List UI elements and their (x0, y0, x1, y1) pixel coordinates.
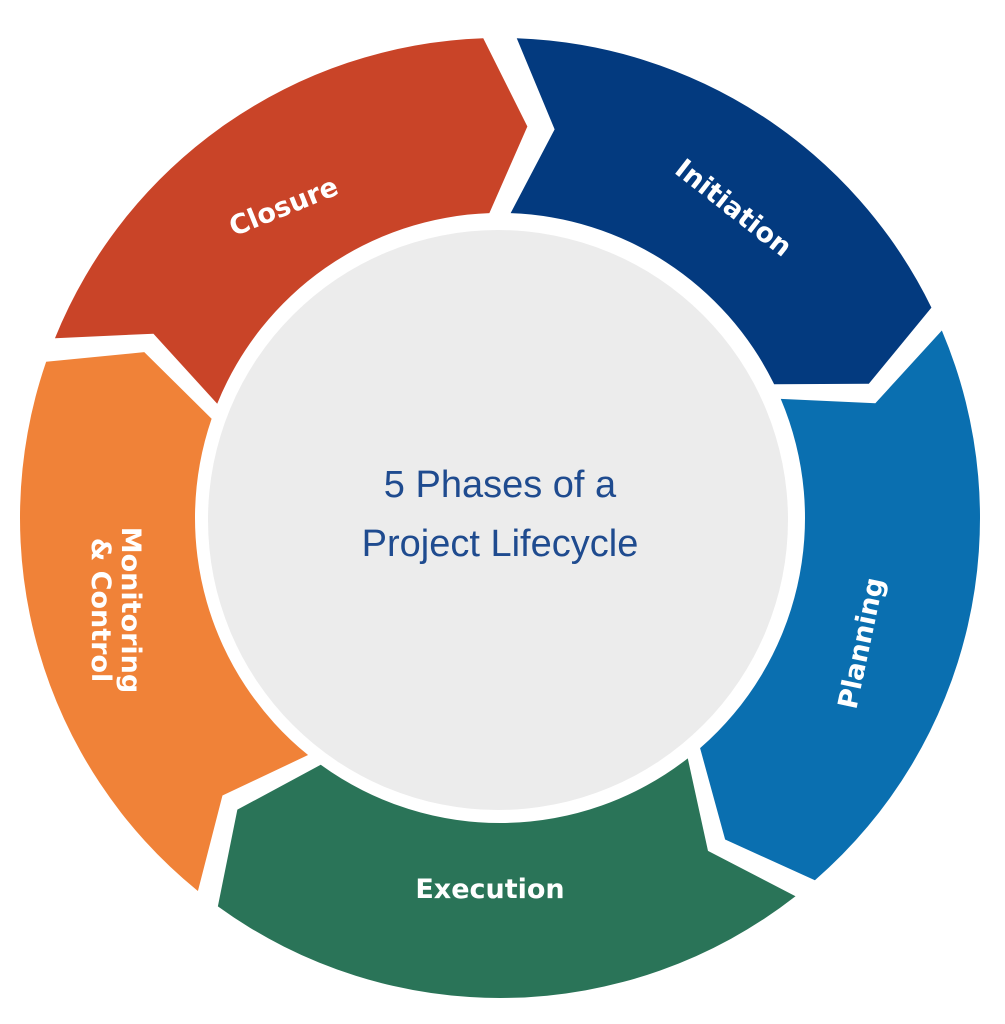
phase-segment-closure (54, 38, 528, 404)
phase-label-execution: Execution (415, 874, 564, 905)
diagram-title-line-2: Project Lifecycle (362, 523, 639, 565)
diagram-title-line-1: 5 Phases of a (384, 464, 617, 506)
phase-segment-initiation (510, 38, 932, 385)
phase-segment-monitoring-control (19, 352, 309, 892)
phase-segment-execution (217, 758, 796, 999)
phase-label-monitoring: Monitoring (115, 527, 146, 693)
phase-segment-planning (700, 330, 980, 881)
phase-label-control: & Control (85, 538, 116, 683)
center-circle (208, 230, 788, 810)
